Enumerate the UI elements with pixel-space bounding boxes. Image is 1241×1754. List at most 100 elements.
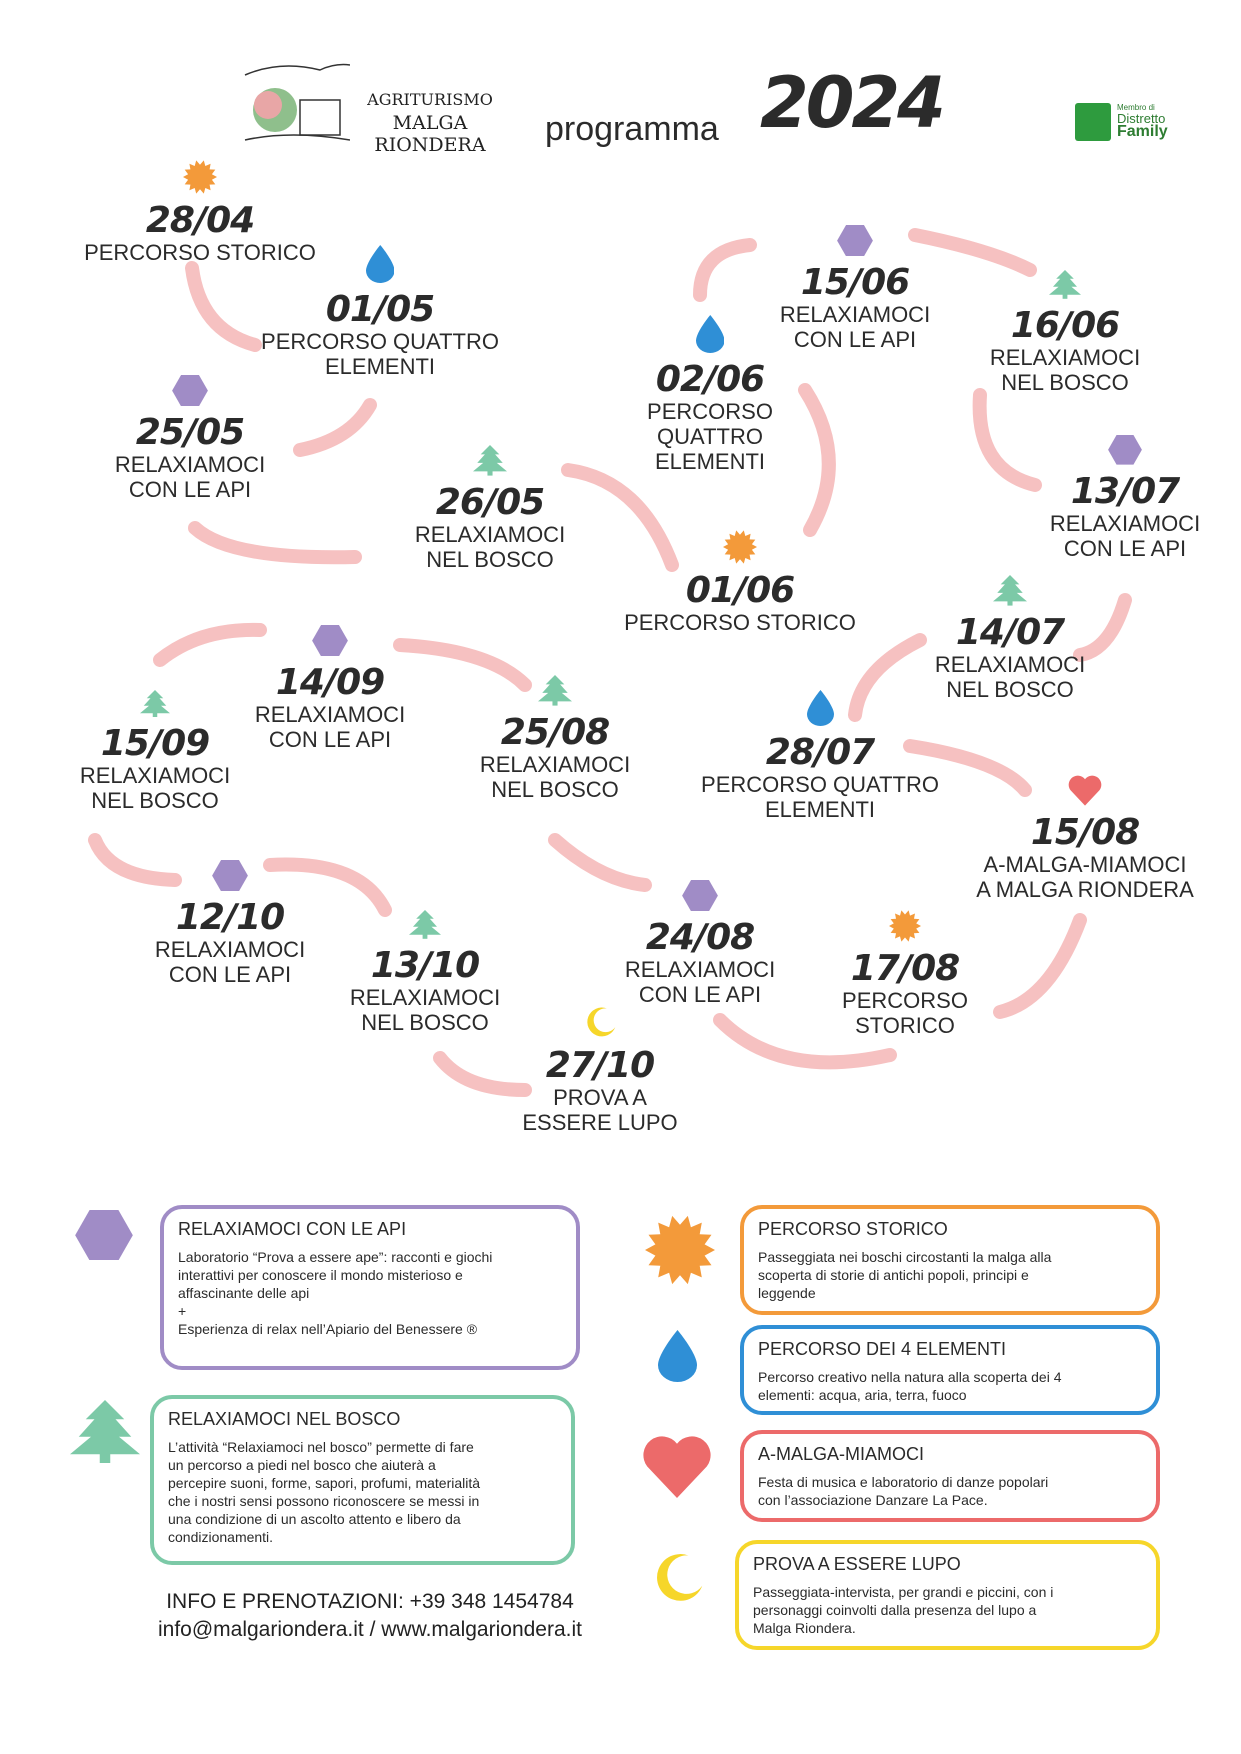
- event-title: RELAXIAMOCI NEL BOSCO: [479, 751, 631, 802]
- event-title: PERCORSO STORICO: [842, 988, 968, 1038]
- info-contacts[interactable]: info@malgariondera.it / www.malgarionder…: [157, 1618, 582, 1641]
- path-segment: [848, 633, 927, 722]
- hexagon-icon: [75, 1210, 133, 1264]
- drop-icon: [690, 690, 950, 730]
- tree-icon: [880, 575, 1140, 610]
- event-date: 15/06: [800, 262, 910, 304]
- event-title: RELAXIAMOCI CON LE API: [254, 702, 406, 753]
- path-segment: [1073, 593, 1132, 662]
- path-segment: [393, 638, 532, 692]
- event-title: RELAXIAMOCI CON LE API: [624, 957, 776, 1008]
- event-title: RELAXIAMOCI NEL BOSCO: [79, 763, 231, 813]
- legend-title: A-MALGA-MIAMOCI: [758, 1444, 925, 1464]
- moon-icon: [650, 1550, 705, 1609]
- legend-title: PERCORSO STORICO: [758, 1219, 948, 1239]
- legend-box-heart: A-MALGA-MIAMOCI Festa di musica e laborat…: [740, 1430, 1160, 1522]
- event-date: 15/08: [1030, 811, 1140, 853]
- legend-description: Passeggiata nei boschi circostanti la ma…: [758, 1249, 1052, 1301]
- path-segment: [433, 1051, 532, 1097]
- info-phone: INFO E PRENOTAZIONI: +39 348 1454784: [166, 1590, 574, 1613]
- event-title: RELAXIAMOCI CON LE API: [779, 302, 931, 353]
- event-date: 02/06: [655, 359, 765, 400]
- event-date: 28/04: [145, 200, 255, 241]
- path-segment: [88, 833, 182, 887]
- event-title: PERCORSO QUATTRO ELEMENTI: [701, 772, 939, 822]
- event-title: A-MALGA-MIAMOCI A MALGA RIONDERA: [976, 851, 1194, 902]
- hexagon-icon: [725, 225, 985, 260]
- path-segment: [713, 1013, 897, 1070]
- sun-icon: [775, 910, 1035, 946]
- drop-icon: [658, 1330, 697, 1386]
- event-date: 28/07: [765, 732, 875, 773]
- event-title: RELAXIAMOCI CON LE API: [154, 937, 306, 988]
- hexagon-icon: [100, 860, 360, 895]
- event-title: PERCORSO QUATTRO ELEMENTI: [261, 329, 499, 379]
- badge-line3: Family: [1117, 123, 1168, 140]
- event-date: 24/08: [645, 917, 755, 959]
- event-title: RELAXIAMOCI NEL BOSCO: [934, 651, 1086, 702]
- event-date: 13/07: [1070, 470, 1180, 512]
- tree-icon: [295, 910, 555, 943]
- legend-description: L’attività “Relaxiamoci nel bosco” perme…: [168, 1439, 481, 1545]
- moon-icon: [470, 1005, 730, 1043]
- legend-description: Percorso creativo nella natura alla scop…: [758, 1369, 1062, 1403]
- path-segment: [185, 261, 262, 352]
- hexagon-icon: [995, 435, 1241, 469]
- event-title: RELAXIAMOCI NEL BOSCO: [989, 344, 1141, 395]
- year-title: 2024: [760, 62, 946, 144]
- legend-title: PROVA A ESSERE LUPO: [753, 1554, 961, 1574]
- logo-line2: MALGA RIONDERA: [374, 112, 486, 156]
- badge-line2: Distretto: [1117, 111, 1166, 126]
- event-date: 14/07: [955, 611, 1065, 653]
- legend-title: PERCORSO DEI 4 ELEMENTI: [758, 1339, 1007, 1359]
- legend-description: Festa di musica e laboratorio di danze p…: [758, 1474, 1049, 1508]
- hexagon-icon: [200, 625, 460, 660]
- sun-icon: [645, 1215, 715, 1289]
- badge-line1: Membro di: [1117, 103, 1155, 112]
- sun-icon: [70, 160, 330, 198]
- tree-icon: [425, 675, 685, 710]
- drop-icon: [580, 315, 840, 357]
- event-title: PERCORSO STORICO: [624, 610, 856, 635]
- path-segment: [903, 739, 1032, 797]
- sun-icon: [610, 530, 870, 568]
- event-title: RELAXIAMOCI NEL BOSCO: [349, 984, 501, 1035]
- path-segment: [293, 398, 377, 457]
- hexagon-icon: [60, 375, 320, 410]
- distretto-family-badge: Membro di Distretto Family: [1075, 103, 1175, 143]
- heart-icon: [955, 775, 1215, 810]
- drop-icon: [250, 245, 510, 287]
- hexagon-icon: [570, 880, 830, 915]
- heart-icon: [642, 1435, 712, 1502]
- path-segment: [263, 857, 392, 917]
- event-date: 27/10: [545, 1045, 655, 1086]
- logo-line1: AGRITURISMO: [367, 90, 493, 109]
- path-segment: [993, 913, 1087, 1019]
- path-segment: [153, 622, 267, 667]
- event-title: PERCORSO QUATTRO ELEMENTI: [647, 399, 773, 474]
- tree-icon: [25, 690, 285, 721]
- event-date: 13/10: [370, 944, 480, 986]
- event-date: 12/10: [175, 897, 285, 939]
- path-segment: [908, 228, 1037, 277]
- path-segment: [561, 463, 679, 572]
